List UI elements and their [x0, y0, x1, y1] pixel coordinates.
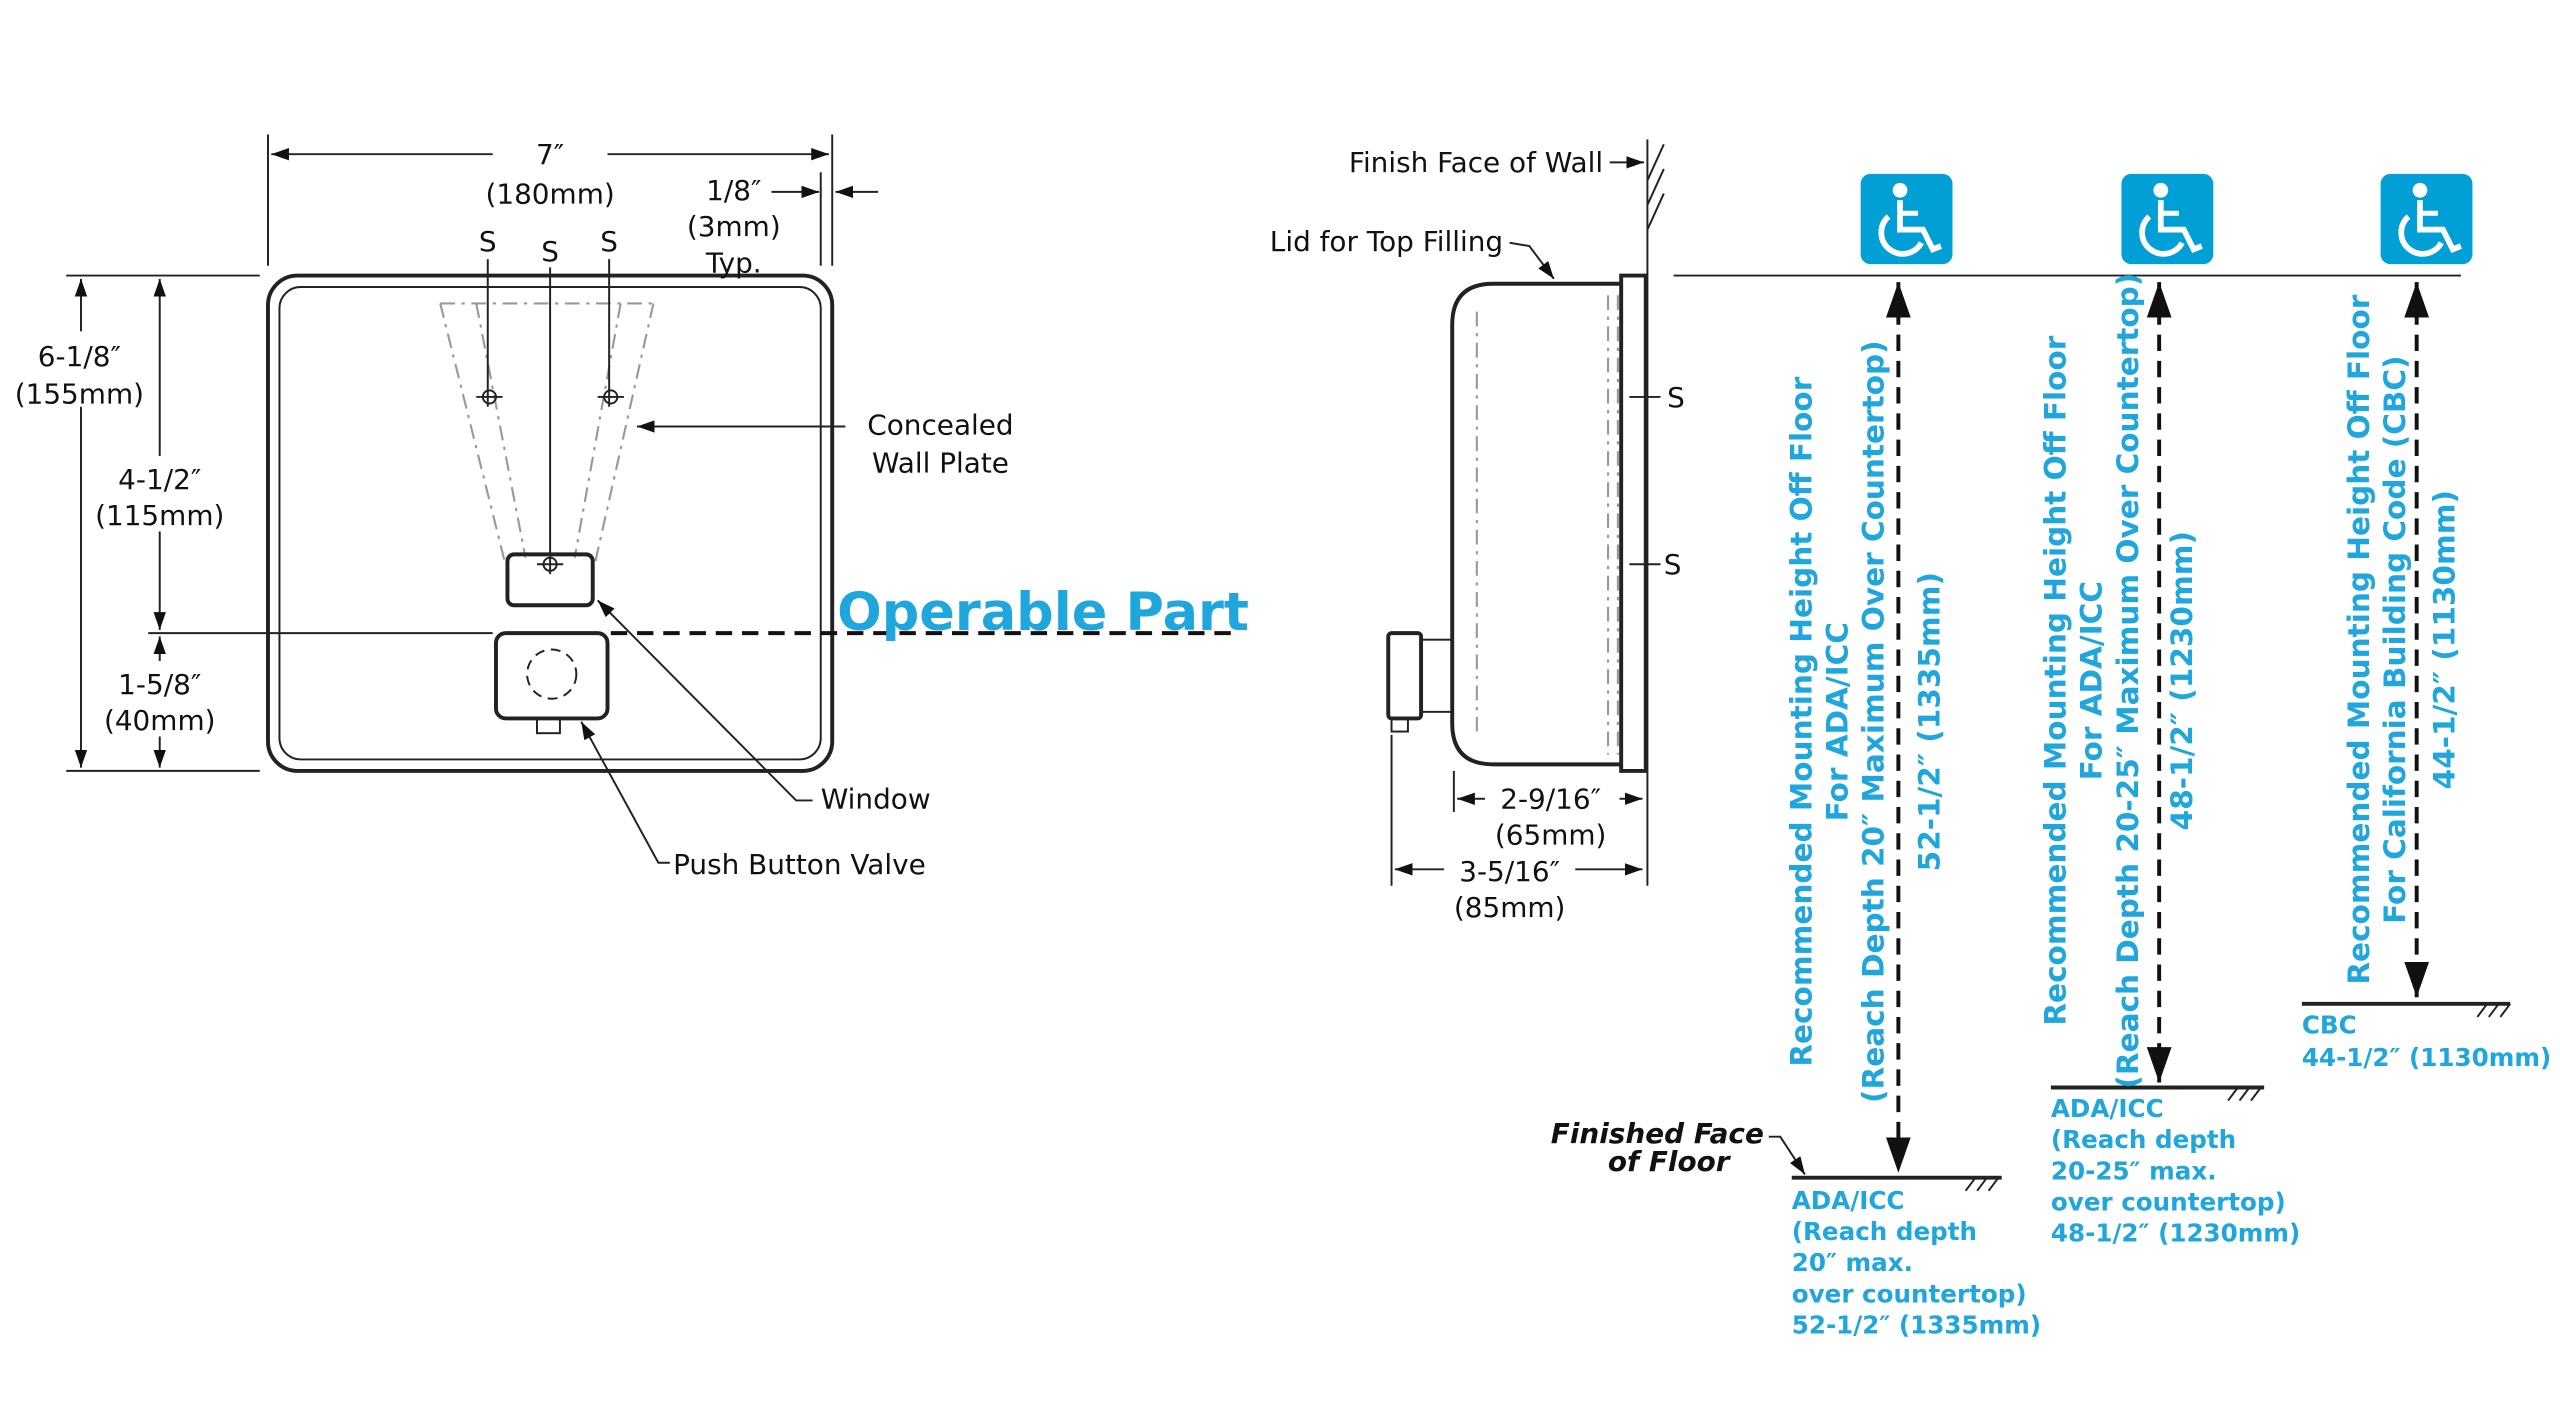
notes-ada-20-25: ADA/ICC (Reach depth 20-25″ max. over co… [2051, 1094, 2300, 1248]
concealed-label: Concealed [867, 409, 1013, 442]
window-shape [505, 552, 595, 608]
wheelchair-icon [2121, 174, 2213, 264]
depth-mm: (65mm) [1495, 819, 1607, 852]
mounting-text: For ADA/ICC [1821, 622, 1855, 821]
offset-mm: (3mm) [687, 210, 781, 243]
depth-dim: 2-9/16″ [1500, 783, 1601, 816]
push-button-shape [494, 631, 610, 721]
wheelchair-icon [2381, 174, 2473, 264]
screw-hole-icon [597, 389, 624, 405]
upper-dim: 4-1/2″ [118, 463, 201, 496]
screw-hole-icon [476, 389, 503, 405]
mounting-text: For ADA/ICC [2075, 581, 2109, 780]
note-line: 48-1/2″ (1230mm) [2051, 1219, 2300, 1248]
screw-label: S [541, 235, 559, 268]
mounting-text: (Reach Depth 20-25″ Maximum Over Counter… [2111, 273, 2145, 1089]
valve-label: Push Button Valve [673, 848, 926, 881]
concealed-label: Wall Plate [872, 446, 1009, 479]
screw-label: S [600, 225, 618, 258]
total-dim: 3-5/16″ [1459, 855, 1560, 888]
note-line: 20-25″ max. [2051, 1156, 2217, 1185]
note-line: 20″ max. [1792, 1248, 1913, 1277]
mounting-height-value: 48-1/2″ (1230mm) [2165, 531, 2199, 830]
operable-part-label: Operable Part [837, 582, 1249, 643]
height-dim: 6-1/8″ [38, 340, 121, 373]
note-line: over countertop) [1792, 1279, 2027, 1308]
finish-wall-label: Finish Face of Wall [1349, 146, 1603, 179]
upper-mm: (115mm) [95, 499, 224, 532]
mounting-text: Recommended Mounting Height Off Floor [2342, 294, 2376, 984]
mounting-heights: Recommended Mounting Height Off Floor Fo… [1551, 174, 2551, 1340]
offset-note: Typ. [705, 246, 762, 279]
screw-label: S [1667, 381, 1685, 414]
width-dim: 7″ [536, 138, 564, 171]
screw-label: S [479, 225, 497, 258]
mounting-text: (Reach Depth 20″ Maximum Over Countertop… [1857, 340, 1891, 1103]
note-line: (Reach depth [2051, 1125, 2236, 1154]
note-line: ADA/ICC [2051, 1094, 2164, 1123]
mounting-height-value: 44-1/2″ (1130mm) [2427, 490, 2461, 789]
notes-cbc: CBC 44-1/2″ (1130mm) [2302, 1010, 2551, 1072]
lower-mm: (40mm) [104, 704, 216, 737]
floor-label: Finished Face [1551, 1117, 1764, 1150]
notes-ada-20: ADA/ICC (Reach depth 20″ max. over count… [1792, 1186, 2041, 1340]
wheelchair-icon [1861, 174, 1953, 264]
width-mm: (180mm) [485, 177, 614, 210]
lid-label: Lid for Top Filling [1270, 225, 1503, 258]
note-line: ADA/ICC [1792, 1186, 1905, 1215]
mounting-height-value: 52-1/2″ (1335mm) [1912, 572, 1946, 871]
mounting-text: For California Building Code (CBC) [2378, 355, 2412, 923]
total-mm: (85mm) [1454, 891, 1566, 924]
note-line: 44-1/2″ (1130mm) [2302, 1043, 2551, 1072]
note-line: 52-1/2″ (1335mm) [1792, 1311, 2041, 1340]
lower-dim: 1-5/8″ [118, 668, 201, 701]
mounting-text: Recommended Mounting Height Off Floor [1784, 376, 1818, 1066]
height-mm: (155mm) [15, 377, 144, 410]
floor-label: of Floor [1608, 1145, 1732, 1178]
note-line: CBC [2302, 1010, 2357, 1039]
offset-dim: 1/8″ [706, 174, 761, 207]
note-line: (Reach depth [1792, 1217, 1977, 1246]
front-view: 7″ (180mm) 1/8″ (3mm) Typ. 6-1/8″ (155mm… [8, 134, 1249, 881]
side-view: S S Finish Face of Wall Lid for Top Fill… [1270, 139, 1685, 924]
screw-label: S [1664, 548, 1682, 581]
mounting-text: Recommended Mounting Height Off Floor [2039, 335, 2073, 1025]
window-label: Window [821, 783, 931, 816]
note-line: over countertop) [2051, 1187, 2286, 1216]
